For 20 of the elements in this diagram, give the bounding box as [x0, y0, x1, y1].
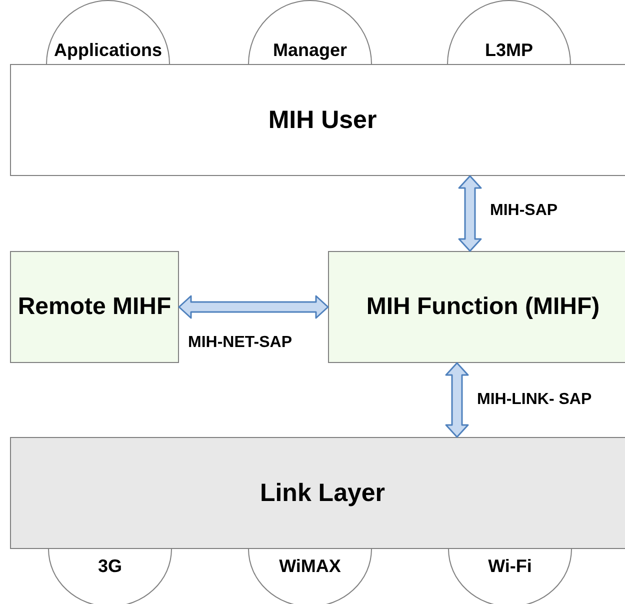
node-text: WiMAX [279, 556, 341, 577]
edge-label: MIH-LINK- SAP [477, 391, 592, 409]
node-text: Wi-Fi [488, 556, 532, 577]
block-box [10, 64, 625, 176]
node-text: Manager [272, 40, 348, 61]
node-text: Remote MIHF [18, 293, 172, 321]
node-text: L3MP [484, 40, 533, 61]
node-text: MIH Function (MIHF) [366, 293, 600, 321]
block-box [328, 251, 625, 363]
edge-label: MIH-SAP [490, 202, 558, 220]
edge-label: MIH-NET-SAP [188, 334, 292, 352]
node-text: Link Layer [260, 478, 386, 508]
block-box [10, 251, 179, 363]
node-text: Applications [54, 40, 162, 61]
block-box [10, 437, 625, 549]
double-block-arrow [458, 175, 482, 252]
double-block-arrow [445, 362, 469, 438]
node-text: MIH User [268, 106, 377, 134]
node-text: 3G [98, 556, 122, 577]
double-block-arrow [178, 295, 329, 319]
